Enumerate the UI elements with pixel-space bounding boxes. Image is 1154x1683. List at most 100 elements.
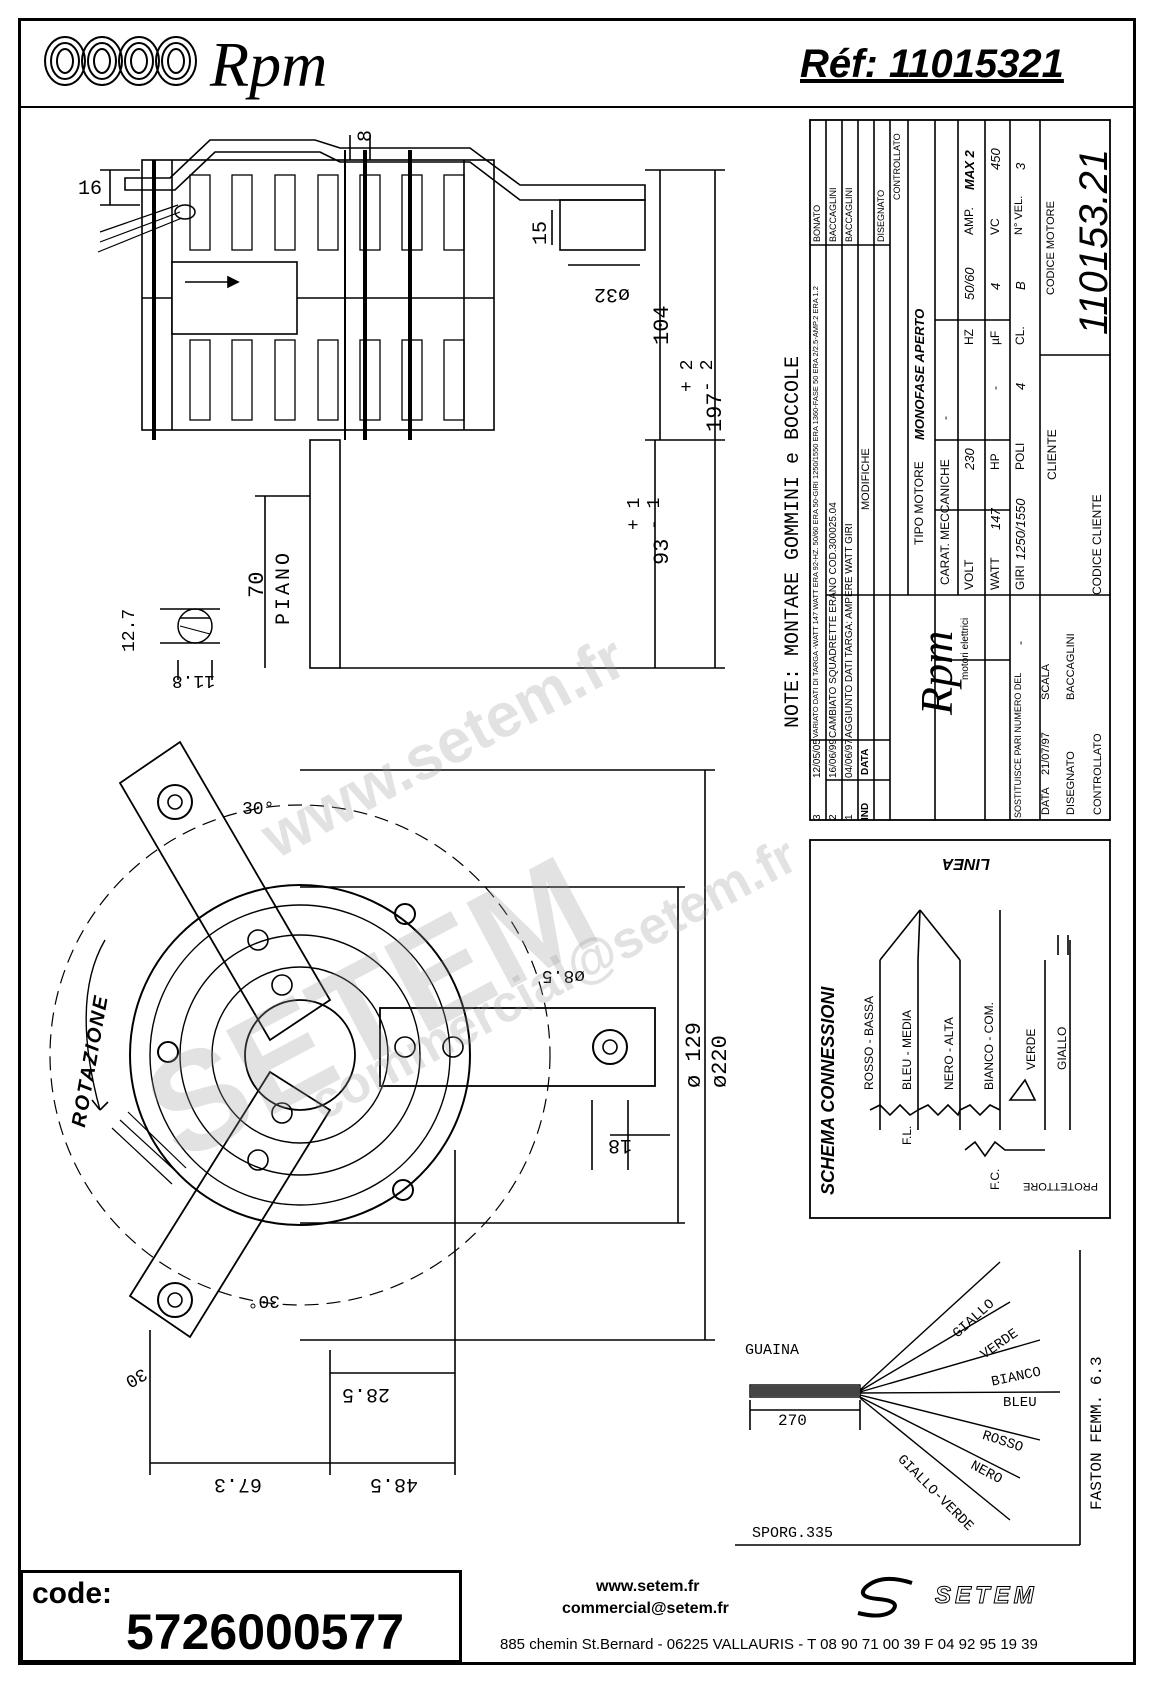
volt-label: VOLT <box>962 559 976 590</box>
wire-nero: NERO - ALTA <box>942 1017 956 1090</box>
watt-label: WATT <box>988 557 1002 590</box>
controllato-label: CONTROLLATO <box>1092 733 1104 816</box>
codice-motore-label: CODICE MOTORE <box>1045 201 1057 295</box>
dim-93-tol-minus: - 1 <box>645 497 665 530</box>
footer-email[interactable]: commercial@setem.fr <box>562 1600 729 1617</box>
dim-70: 70 <box>245 571 270 598</box>
dim-93: 93 <box>650 538 675 565</box>
dim-28-5: 28.5 <box>341 1382 390 1405</box>
vc-value: 450 <box>988 148 1003 170</box>
data-value: 21/07/97 <box>1040 732 1052 775</box>
sostituisce-value: - <box>1013 641 1027 645</box>
vel-value: 3 <box>1013 162 1028 170</box>
schema-title: SCHEMA CONNESSIONI <box>818 986 838 1195</box>
dim-67-3: 67.3 <box>213 1472 262 1495</box>
rev-2-by: BACCAGLINI <box>828 187 838 242</box>
motor-front-outline <box>129 884 471 1226</box>
vel-label: N° VEL. <box>1013 195 1025 235</box>
codice-motore-value: 110153.21 <box>1072 148 1116 335</box>
poli-label: POLI <box>1013 442 1027 470</box>
rev-1-ind: 1 <box>844 814 855 820</box>
poli-value: 4 <box>1013 382 1028 390</box>
volt-value: 230 <box>962 448 977 470</box>
uf-label: µF <box>988 330 1002 345</box>
dim-48-5: 48.5 <box>369 1472 418 1495</box>
hz-label: HZ <box>962 329 976 345</box>
dim-d129: ø 129 <box>682 1021 707 1088</box>
code-box <box>20 1570 462 1663</box>
carat-value: - <box>938 416 952 420</box>
setem-logo-icon <box>857 1576 913 1618</box>
rev-header-ind: IND <box>860 802 871 820</box>
schema-protettore: PROTETTORE <box>1023 1180 1098 1192</box>
hz-value: 50/60 <box>962 267 977 300</box>
cable-faston: FASTON FEMM. 6.3 <box>1088 1356 1106 1510</box>
schema-fl: F.L. <box>900 1125 914 1145</box>
dim-197-tol-minus: - 2 <box>698 359 718 392</box>
dim-16: 16 <box>78 178 103 201</box>
sostituisce-label: SOSTITUISCE PARI NUMERO DEL <box>1013 672 1023 818</box>
dim-15: 15 <box>530 220 553 245</box>
cable-wire-bleu: BLEU <box>1003 1395 1037 1411</box>
logo-sub: motori elettrici <box>960 617 971 680</box>
rev-header-disegnato: DISEGNATO <box>876 189 886 242</box>
rev-3-ind: 3 <box>812 814 823 820</box>
dim-8: 8 <box>355 129 378 142</box>
swept-circle <box>49 804 551 1306</box>
dim-32: ø32 <box>593 282 630 305</box>
cliente-label: CLIENTE <box>1045 429 1059 480</box>
reference-number: Réf: 11015321 <box>800 42 1064 86</box>
dim-d220: ø220 <box>708 1035 733 1088</box>
vc-label: VC <box>988 218 1002 235</box>
rev-header-controllato: CONTROLLATO <box>892 133 902 200</box>
header-rule <box>20 106 1134 108</box>
rev-1-text: AGGIUNTO DATI TARGA: AMPERE WATT GIRI <box>844 523 855 738</box>
wire-giallo: GIALLO <box>1055 1026 1069 1070</box>
rev-3-date: 12/05/05 <box>812 739 823 778</box>
codice-cliente-label: CODICE CLIENTE <box>1090 494 1104 595</box>
tipo-motore-label: TIPO MOTORE <box>912 461 926 545</box>
logo-brand: Rpm <box>911 630 962 715</box>
schema-box <box>809 839 1111 1219</box>
cable-guaina: GUAINA <box>745 1342 800 1359</box>
rev-header-modifiche: MODIFICHE <box>860 448 872 510</box>
rev-3-text: VARIATO DATI DI TARGA -WATT 147 WATT ERA… <box>811 286 820 738</box>
data-label: DATA <box>1040 787 1052 815</box>
hp-label: HP <box>988 453 1002 470</box>
drawing-frame <box>18 18 1136 1665</box>
watt-value: 147 <box>988 508 1003 530</box>
cable-sporg: SPORG.335 <box>752 1525 834 1542</box>
motor-side-body <box>141 159 495 431</box>
footer-web[interactable]: www.setem.fr <box>596 1578 700 1595</box>
disegnato-label: DISEGNATO <box>1065 751 1077 815</box>
dim-11-8: 11.8 <box>171 670 215 690</box>
angle-30-bottom: 30° <box>247 1290 280 1310</box>
rev-2-ind: 2 <box>828 814 839 820</box>
code-label: code: <box>32 1577 113 1610</box>
dim-18: 18 <box>607 1133 632 1156</box>
uf-value: 4 <box>988 282 1003 290</box>
wire-rosso: ROSSO - BASSA <box>862 995 876 1090</box>
schema-linea: LINEA <box>942 855 990 872</box>
rev-1-by: BACCAGLINI <box>844 187 854 242</box>
wire-bleu: BLEU - MEDIA <box>900 1009 914 1090</box>
rev-2-text: CAMBIATO SQUADRETTE ERANO COD.300025.04 <box>828 502 839 738</box>
cable-length: 270 <box>778 1412 807 1430</box>
title-block <box>809 119 1111 821</box>
rev-1-date: 04/06/97 <box>844 739 855 778</box>
rev-2-date: 16/06/99 <box>828 739 839 778</box>
angle-30-top: 30° <box>242 800 275 820</box>
code-value: 5726000577 <box>126 1604 405 1660</box>
rev-3-by: BONATO <box>812 204 822 242</box>
giri-label: GIRI <box>1013 565 1027 590</box>
rpm-coil-logo <box>44 36 197 86</box>
cl-label: CL. <box>1013 326 1027 345</box>
amp-label: AMP. <box>962 207 976 235</box>
scala-label: SCALA <box>1040 663 1052 700</box>
footer-logo: SETEM <box>935 1582 1038 1610</box>
amp-value: MAX 2 <box>962 150 977 190</box>
wire-bianco: BIANCO - COM. <box>982 1001 996 1090</box>
footer-address: 885 chemin St.Bernard - 06225 VALLAURIS … <box>500 1636 1038 1653</box>
dim-104: 104 <box>650 305 675 345</box>
